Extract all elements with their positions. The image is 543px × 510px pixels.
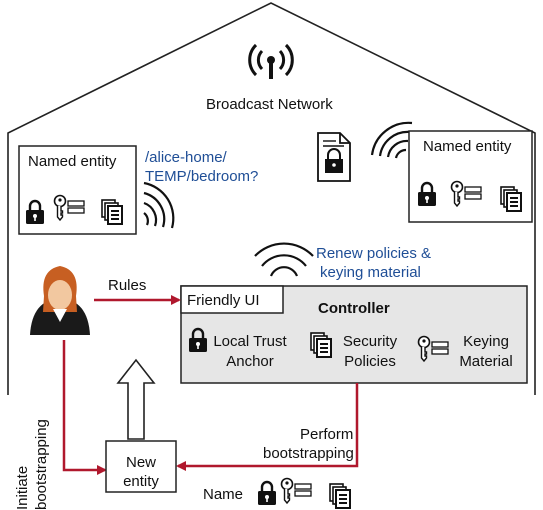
new-entity-box	[105, 440, 177, 493]
initiate-line-1: Initiate	[14, 465, 31, 510]
trust-anchor-line-1: Local Trust	[213, 333, 287, 350]
name-query-line-1: /alice-home/	[145, 149, 227, 166]
keying-material-line-2: Material	[459, 353, 513, 370]
radio-waves-right-icon	[370, 121, 413, 159]
house-outline	[7, 2, 536, 395]
renew-line-1: Renew policies &	[316, 245, 432, 262]
named-entity-right-label: Named entity	[423, 138, 512, 155]
initiate-line-2: bootstrapping	[33, 419, 50, 510]
name-label: Name	[203, 486, 244, 503]
perform-line-2: bootstrapping	[263, 445, 354, 462]
broadcast-network-label: Broadcast Network	[206, 96, 333, 113]
certificate-icon	[317, 132, 351, 182]
rules-label: Rules	[108, 277, 147, 294]
radio-waves-icon	[143, 181, 175, 229]
join-network-arrow	[116, 358, 156, 440]
perform-line-1: Perform	[300, 426, 354, 443]
perform-bootstrapping-arrow	[176, 383, 359, 471]
key-icon	[280, 477, 312, 504]
friendly-ui-box	[180, 285, 284, 314]
user-avatar-icon	[30, 266, 90, 335]
keying-material-line-1: Keying	[463, 333, 509, 350]
trust-anchor-line-2: Anchor	[226, 353, 274, 370]
friendly-ui-label: Friendly UI	[187, 292, 260, 309]
new-entity-line-2: entity	[123, 473, 159, 490]
documents-icon	[329, 483, 351, 509]
security-policies-line-1: Security	[342, 333, 398, 350]
new-entity-line-1: New	[125, 454, 156, 471]
lock-icon	[256, 480, 278, 507]
controller-title: Controller	[318, 300, 390, 317]
initiate-bootstrapping-arrow	[62, 340, 107, 475]
renew-line-2: keying material	[320, 264, 421, 281]
antenna-icon	[248, 43, 294, 79]
name-query-line-2: TEMP/bedroom?	[145, 168, 259, 185]
named-entity-left-label: Named entity	[28, 153, 117, 170]
radio-waves-top-icon	[254, 242, 314, 277]
security-policies-line-2: Policies	[344, 353, 396, 370]
